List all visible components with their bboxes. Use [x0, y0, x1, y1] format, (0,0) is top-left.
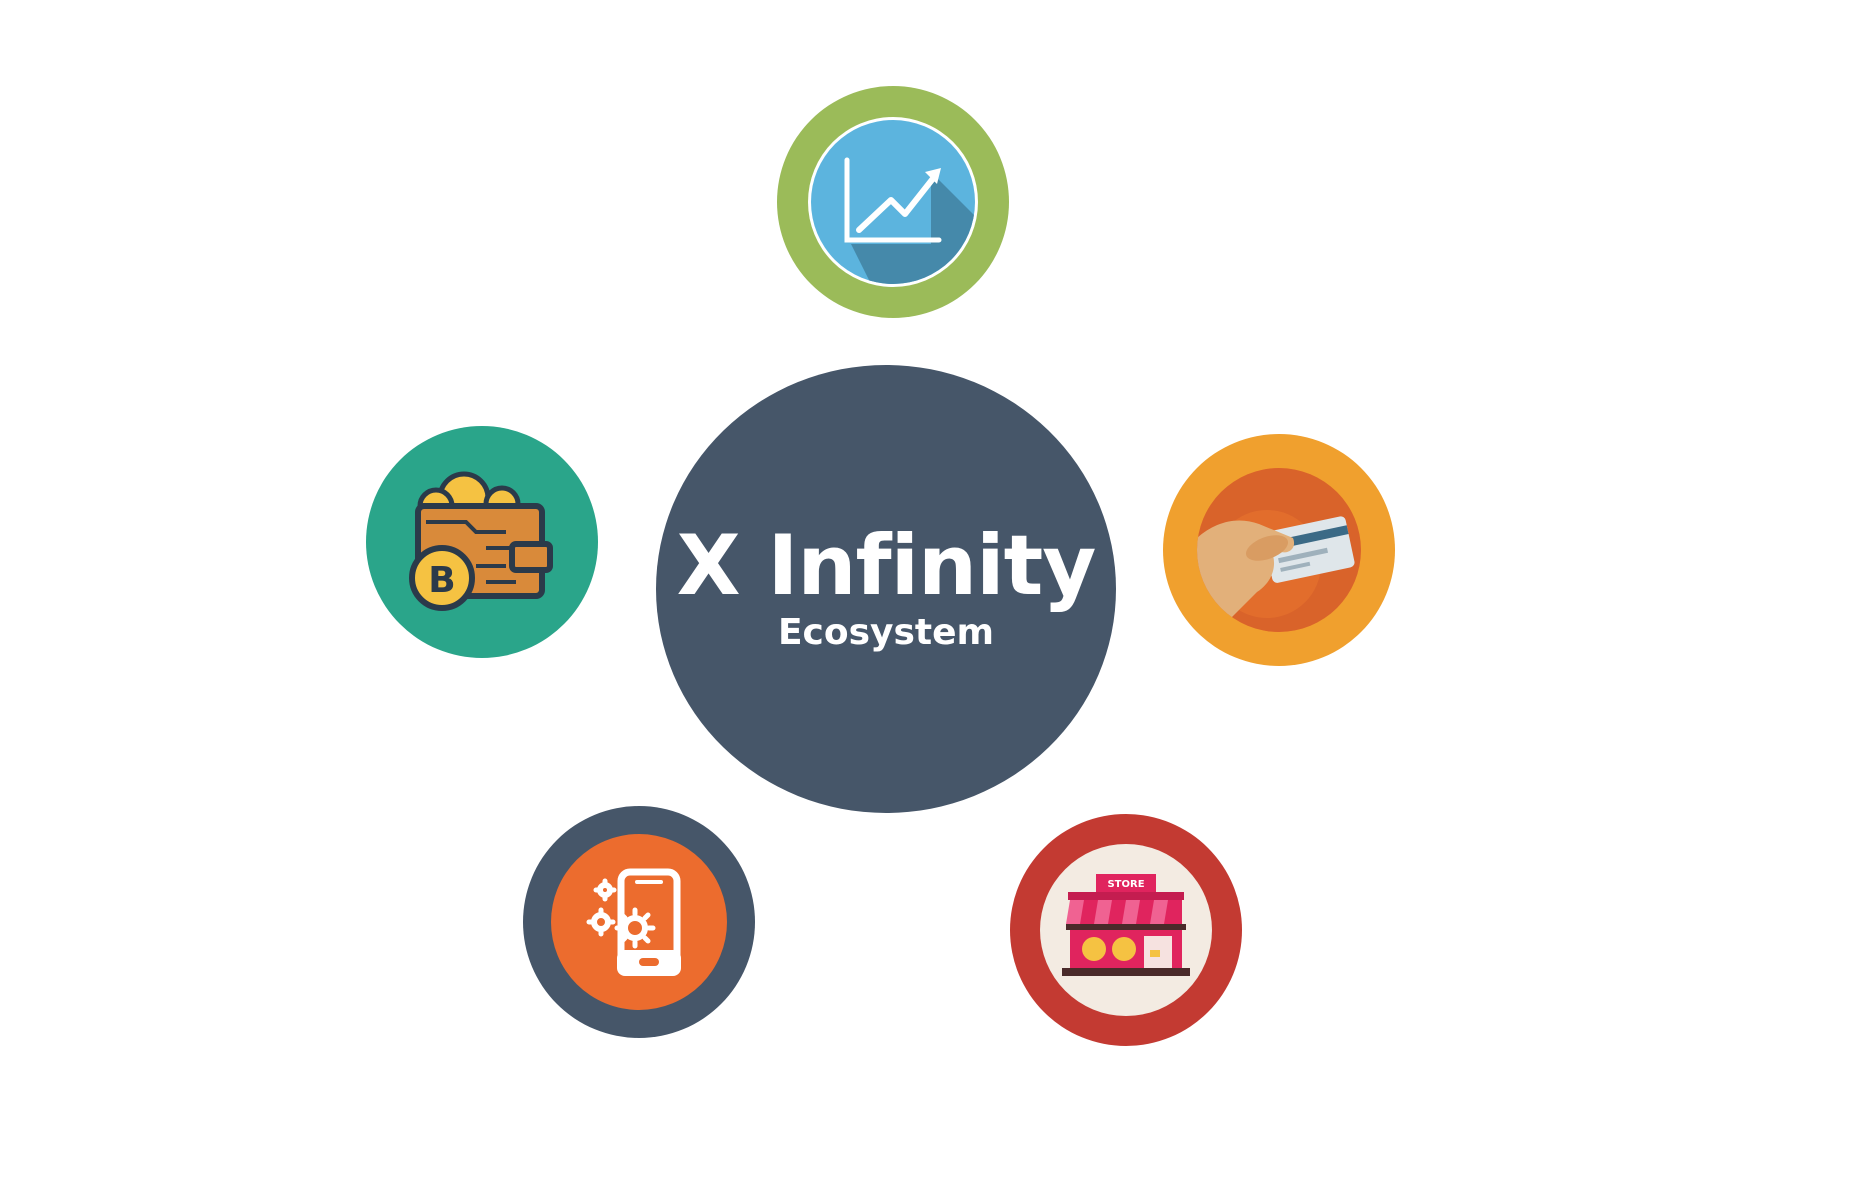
store-sign-label: STORE [1107, 879, 1144, 890]
store-icon: STORE [1062, 874, 1190, 976]
node-mobile [523, 806, 755, 1038]
card-payment-icon [1197, 468, 1361, 632]
node-store: STORE [1010, 814, 1242, 1046]
svg-text:B: B [428, 560, 455, 601]
hub-subtitle: Ecosystem [777, 611, 995, 653]
node-growth [777, 86, 1009, 318]
trending-chart-icon [844, 157, 975, 284]
ecosystem-hub: X Infinity Ecosystem [656, 365, 1116, 813]
bitcoin-wallet-icon: B [409, 471, 553, 611]
hub-title: X Infinity [676, 516, 1097, 614]
node-wallet: B [366, 426, 598, 658]
node-payment [1163, 434, 1395, 666]
mobile-settings-icon [586, 868, 681, 976]
